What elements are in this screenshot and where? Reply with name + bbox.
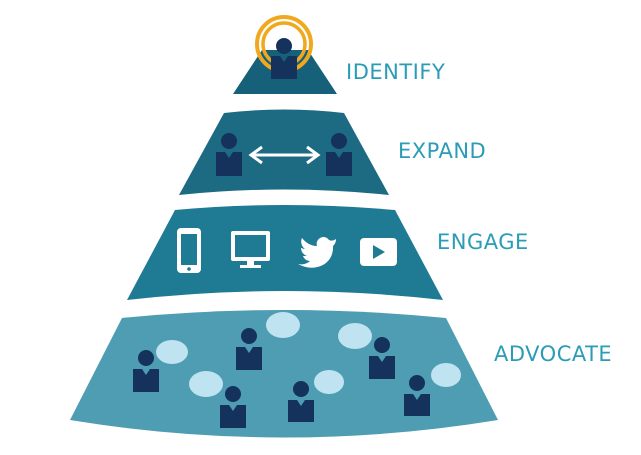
person-icon — [326, 133, 352, 176]
twitter-bird-icon — [298, 236, 336, 268]
tier-identify: IDENTIFY — [233, 15, 445, 94]
person-icon — [236, 328, 262, 370]
monitor-icon — [231, 231, 270, 268]
speech-bubble-icon — [156, 340, 188, 364]
advocate-5 — [338, 323, 395, 379]
tier-label-advocate: ADVOCATE — [494, 342, 612, 366]
advocate-6 — [404, 363, 461, 416]
person-icon — [271, 38, 297, 79]
tier-engage: ENGAGE — [127, 205, 529, 300]
tier-advocate: ADVOCATE — [70, 310, 612, 438]
tier-label-engage: ENGAGE — [437, 230, 529, 254]
person-icon — [369, 337, 395, 379]
advocate-4 — [288, 370, 344, 422]
phone-icon — [177, 228, 201, 273]
tier-label-expand: EXPAND — [398, 139, 486, 163]
speech-bubble-icon — [314, 370, 344, 394]
tier-label-identify: IDENTIFY — [346, 60, 445, 84]
play-button-icon — [360, 238, 397, 266]
person-icon — [288, 381, 314, 422]
speech-bubble-icon — [266, 312, 300, 338]
person-icon — [404, 375, 430, 416]
person-icon — [133, 350, 159, 392]
speech-bubble-icon — [338, 323, 372, 349]
person-icon — [216, 133, 242, 176]
speech-bubble-icon — [431, 363, 461, 387]
advocate-1 — [133, 340, 188, 392]
person-icon — [220, 386, 246, 428]
tier-engage-shape — [127, 205, 443, 300]
tier-expand-shape — [179, 109, 389, 195]
advocate-3 — [189, 371, 246, 428]
advocate-2 — [236, 312, 300, 370]
tier-expand: EXPAND — [179, 109, 486, 195]
double-arrow-icon — [248, 145, 321, 165]
speech-bubble-icon — [189, 371, 223, 397]
